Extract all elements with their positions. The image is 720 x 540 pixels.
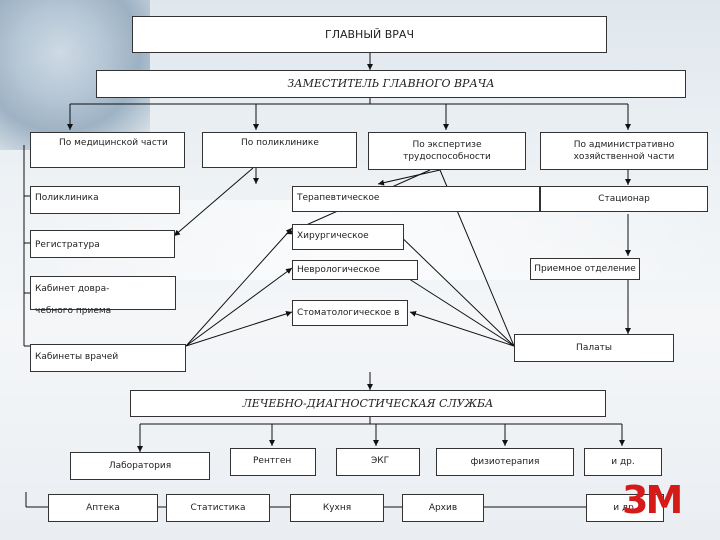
physio-label: физиотерапия	[470, 457, 540, 467]
archive-box: Архив	[402, 494, 484, 522]
etc-box-2: и др.	[586, 494, 664, 522]
prehospital-box: Кабинет довра- чебного приема	[30, 276, 176, 316]
branch-admin: По административно хозяйственной части	[540, 132, 708, 170]
wards-label: Палаты	[576, 343, 612, 353]
hospital-box: Стационар	[540, 186, 708, 212]
branch-clinic-label: По поликлинике	[241, 138, 319, 148]
dept-therapy: Терапевтическое	[292, 186, 540, 212]
service-label: ЛЕЧЕБНО-ДИАГНОСТИЧЕСКАЯ СЛУЖБА	[242, 396, 494, 410]
polyclinic-box: Поликлиника	[30, 186, 180, 214]
registry-box: Регистратура	[30, 230, 175, 258]
xray-box: Рентген	[230, 448, 316, 476]
admission-box: Приемное отделение	[530, 258, 640, 280]
pharmacy-label: Аптека	[86, 503, 120, 513]
branch-medical: По медицинской части	[30, 132, 185, 168]
doctors-label: Кабинеты врачей	[35, 352, 119, 362]
branch-clinic: По поликлинике	[202, 132, 357, 168]
dept-surgery-label: Хирургическое	[297, 231, 369, 241]
chief-doctor-box: ГЛАВНЫЙ ВРАЧ	[132, 16, 607, 53]
service-box: ЛЕЧЕБНО-ДИАГНОСТИЧЕСКАЯ СЛУЖБА	[130, 390, 606, 417]
xray-label: Рентген	[253, 456, 292, 466]
etc-box-1: и др.	[584, 448, 662, 476]
etc-label-2: и др.	[613, 503, 637, 513]
ecg-box: ЭКГ	[336, 448, 420, 476]
kitchen-label: Кухня	[322, 503, 352, 513]
lab-box: Лаборатория	[70, 452, 210, 480]
3m-logo: 3M	[622, 478, 683, 522]
branch-expertise-label: По экспертизе трудоспособности	[403, 140, 491, 162]
etc-label-1: и др.	[611, 457, 635, 467]
kitchen-box: Кухня	[290, 494, 384, 522]
archive-label: Архив	[428, 503, 458, 513]
dept-dentistry-label: Стоматологическое в	[297, 308, 400, 318]
lab-label: Лаборатория	[108, 461, 172, 471]
wards-box: Палаты	[514, 334, 674, 362]
branch-admin-label: По административно хозяйственной части	[573, 140, 675, 162]
doctors-box: Кабинеты врачей	[30, 344, 186, 372]
registry-label: Регистратура	[35, 240, 100, 250]
branch-expertise: По экспертизе трудоспособности	[368, 132, 526, 170]
prehospital-label-2: чебного приема	[35, 306, 112, 316]
chief-doctor-label: ГЛАВНЫЙ ВРАЧ	[325, 27, 414, 41]
deputy-box: ЗАМЕСТИТЕЛЬ ГЛАВНОГО ВРАЧА	[96, 70, 686, 98]
dept-therapy-label: Терапевтическое	[297, 193, 380, 203]
branch-medical-label: По медицинской части	[59, 138, 168, 148]
hospital-label: Стационар	[598, 194, 650, 204]
polyclinic-label: Поликлиника	[35, 193, 99, 203]
stats-box: Статистика	[166, 494, 270, 522]
dept-dentistry: Стоматологическое в	[292, 300, 408, 326]
ecg-label: ЭКГ	[371, 456, 390, 466]
dept-surgery: Хирургическое	[292, 224, 404, 250]
deputy-label: ЗАМЕСТИТЕЛЬ ГЛАВНОГО ВРАЧА	[287, 77, 495, 90]
dept-neurology-label: Неврологическое	[297, 265, 380, 275]
pharmacy-box: Аптека	[48, 494, 158, 522]
stats-label: Статистика	[190, 503, 246, 513]
admission-label: Приемное отделение	[534, 264, 636, 274]
prehospital-label-1: Кабинет довра-	[35, 284, 110, 294]
physio-box: физиотерапия	[436, 448, 574, 476]
dept-neurology: Неврологическое	[292, 260, 418, 280]
